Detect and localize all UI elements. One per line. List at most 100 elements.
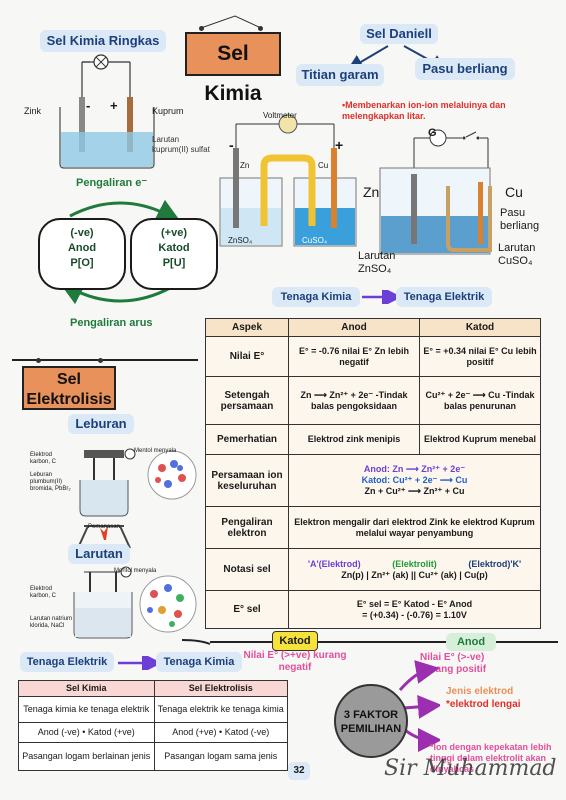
compare-cell: Anod (-ve) • Katod (+ve): [18, 722, 155, 743]
cu-label: Cu: [318, 161, 329, 170]
simple-cell-diagram: [59, 54, 155, 169]
table-cell: Elektrod zink menipis: [288, 424, 420, 455]
energy-to-bottom: Tenaga Kimia: [156, 652, 242, 672]
compare-cell: Pasangan logam sama jenis: [153, 742, 288, 771]
table-cell: Elektron mengalir dari elektrod Zink ke …: [288, 506, 541, 549]
compare-cell: Pasangan logam berlainan jenis: [18, 742, 155, 771]
plus-label: +: [110, 98, 118, 113]
energy-to-top: Tenaga Elektrik: [396, 287, 492, 307]
lengai-label: *elektrod lengai: [446, 699, 521, 710]
pengaliran-e-label: Pengaliran e⁻: [76, 177, 148, 189]
larutan-title: Larutan: [68, 544, 130, 564]
compare-cell: Tenaga elektrik ke tenaga kimia: [153, 696, 288, 723]
g-label: G: [428, 127, 437, 139]
cu-big-label: Cu: [505, 184, 523, 200]
persamaan-katod: Katod: Cu²⁺ + 2e⁻ ⟶ Cu: [361, 475, 468, 485]
sign-pin: [258, 26, 263, 31]
sel-kimia-ringkas-label: Sel Kimia Ringkas: [40, 30, 166, 52]
lar-znso4-label: Larutan ZnSO₄: [358, 250, 396, 275]
daniell-minus: -: [229, 137, 234, 153]
table-cell: E° = +0.34 nilai E° Cu lebih positif: [419, 336, 541, 377]
cuso4-label: CuSO₄: [302, 236, 328, 245]
compare-cell: Anod (+ve) • Katod (-ve): [153, 722, 288, 743]
ion-note: *Ion dengan kepekatan lebih tinggi dalam…: [430, 742, 552, 774]
notasi-b: (Elektrolit): [392, 558, 437, 569]
larutan-label-3: Mentol menyala: [114, 568, 157, 574]
compare-header: Sel Elektrolisis: [153, 680, 288, 697]
zink-label: Zink: [24, 106, 42, 116]
energy-arrow-bottom: [118, 656, 160, 670]
voltmeter-label: Voltmeter: [263, 111, 297, 120]
table-header: Anod: [288, 318, 420, 337]
page-number: 32: [288, 762, 310, 780]
daniell-porous-diagram: [379, 129, 492, 255]
leburan-label-4: Pemanasan: [88, 524, 121, 530]
table-cell: Notasi sel: [205, 548, 289, 591]
table-cell: Setengah persamaan: [205, 376, 289, 425]
zn-big-label: Zn: [363, 184, 380, 200]
compare-cell: Tenaga kimia ke tenaga elektrik: [18, 696, 155, 723]
sel-elektrolisis-title: Sel Elektrolisis: [22, 366, 116, 410]
table-cell: Pemerhatian: [205, 424, 289, 455]
faktor-circle: 3 FAKTOR PEMILIHAN: [334, 684, 408, 758]
pengaliran-arus-label: Pengaliran arus: [70, 317, 153, 329]
notasi-a: 'A'(Elektrod): [307, 558, 361, 569]
divider-line: [12, 359, 198, 361]
zink-electrode: [79, 97, 85, 152]
flow-arrows: [59, 199, 181, 305]
lar-cuso4-label: Larutan CuSO₄: [498, 242, 536, 267]
katod-note: Nilai E° (>+ve) kurang negatif: [243, 650, 347, 673]
leburan-label-3: Mentol menyala: [134, 448, 177, 454]
esel-text1: E° sel = E° Katod - E° Anod: [356, 598, 473, 609]
daniell-plus: +: [335, 137, 344, 153]
table-cell: Zn ⟶ Zn²⁺ + 2e⁻ -Tindak balas pengoksida…: [288, 376, 420, 425]
anod-tag: Anod: [446, 633, 496, 651]
znso4-label: ZnSO₄: [228, 236, 253, 245]
saltbridge-note: •Membenarkan ion-ion melaluinya dan mele…: [342, 100, 506, 121]
daniell-saltbridge-diagram: [219, 114, 357, 247]
katod-tag: Katod: [272, 631, 318, 651]
table-cell: E° sel: [205, 590, 289, 629]
daniell-table: Aspek Anod Katod Nilai E° E° = -0.76 nil…: [205, 318, 541, 629]
energy-from-top: Tenaga Kimia: [272, 287, 360, 307]
table-cell: Cu²⁺ + 2e⁻ ⟶ Cu -Tindak balas penurunan: [419, 376, 541, 425]
energy-arrow-top: [362, 290, 400, 304]
sel-kimia-title: Sel Kimia: [185, 32, 281, 105]
table-cell: Nilai E°: [205, 336, 289, 377]
leburan-label-1: Elektrod karbon, C: [30, 452, 57, 465]
titian-garam-label: Titian garam: [296, 64, 384, 86]
table-cell: Persamaan ion keseluruhan: [205, 454, 289, 507]
bottom-divider: [181, 639, 558, 645]
anod-note: Nilai E° (>-ve) kurang positif: [420, 652, 487, 675]
sign-pin: [98, 358, 103, 363]
leburan-label-2: Leburan plumbum(II) bromida, PbBr₂: [30, 472, 71, 492]
table-cell: Pengaliran elektron: [205, 506, 289, 549]
leburan-label: Leburan: [68, 414, 134, 434]
larutan-label-1: Elektrod karbon, C: [30, 586, 57, 599]
sign-string: [200, 15, 262, 29]
larutan-label: Larutan kuprum(II) sulfat: [152, 135, 210, 154]
table-header: Katod: [419, 318, 541, 337]
compare-table: Sel Kimia Sel Elektrolisis Tenaga kimia …: [18, 680, 288, 771]
table-header: Aspek: [205, 318, 289, 337]
energy-from-bottom: Tenaga Elektrik: [20, 652, 114, 672]
pasu-label: Pasu berliang: [500, 207, 540, 232]
table-cell: Elektrod Kuprum menebal: [419, 424, 541, 455]
kuprum-electrode: [127, 97, 133, 152]
esel-text2: = (+0.34) - (-0.76) = 1.10V: [362, 609, 467, 620]
sign-pin: [199, 26, 204, 31]
notasi-c: (Elektrod)'K': [468, 558, 522, 569]
persamaan-total: Zn + Cu²⁺ ⟶ Zn²⁺ + Cu: [364, 486, 465, 496]
table-cell: E° = -0.76 nilai E° Zn lebih negatif: [288, 336, 420, 377]
signature: Sir Muhammad: [384, 756, 557, 781]
jenis-label: Jenis elektrod: [446, 686, 514, 697]
compare-header: Sel Kimia: [18, 680, 155, 697]
notasi-text: Zn(p) | Zn²⁺ (ak) || Cu²⁺ (ak) | Cu(p): [341, 569, 488, 580]
pasu-berliang-label: Pasu berliang: [415, 58, 515, 80]
larutan-label-2: Larutan natrium klorida, NaCl: [30, 616, 73, 629]
leburan-diagram: [77, 448, 197, 549]
sel-daniell-label: Sel Daniell: [360, 24, 438, 44]
kuprum-label: Kuprum: [152, 106, 184, 116]
